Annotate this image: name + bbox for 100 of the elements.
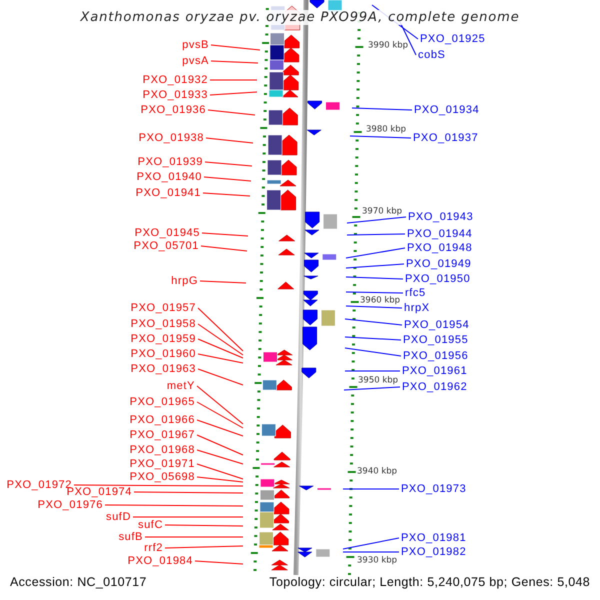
gene-label: PXO_01961 xyxy=(402,366,468,376)
gene-label: PXO_01934 xyxy=(414,104,480,116)
scale-label: 3940 kbp xyxy=(357,468,398,476)
leader-line xyxy=(210,44,260,50)
gene-label: PXO_01943 xyxy=(408,212,474,222)
leader-line xyxy=(196,464,244,480)
leader-line xyxy=(198,324,244,356)
gene-label: PXO_01962 xyxy=(402,382,468,392)
leader-line xyxy=(198,368,244,386)
leader-line xyxy=(74,484,244,486)
leader-line xyxy=(346,264,404,268)
leader-line xyxy=(196,420,244,436)
gene-label: PXO_01940 xyxy=(136,172,202,182)
gene-label: PXO_01973 xyxy=(401,484,466,494)
scale-label: 3930 kbp xyxy=(357,556,398,566)
leader-line xyxy=(346,306,402,308)
leader-line xyxy=(104,504,244,506)
leader-line xyxy=(346,276,404,280)
leader-line xyxy=(346,216,406,224)
gene-label: PXO_01959 xyxy=(130,334,196,344)
gene-label: PXO_01925 xyxy=(420,34,486,44)
leader-line xyxy=(194,560,244,564)
gene-label: PXO_01982 xyxy=(401,546,466,558)
gene-label: PXO_01954 xyxy=(404,320,470,330)
leader-line xyxy=(344,336,402,340)
gene-label: PXO_05701 xyxy=(134,240,199,252)
leader-line xyxy=(198,338,244,358)
gene-label: PXO_01955 xyxy=(403,334,468,346)
gene-label: PXO_01958 xyxy=(130,318,196,330)
gene-label: PXO_01933 xyxy=(142,90,208,100)
scale-label: 3960 kbp xyxy=(360,296,400,306)
leader-line xyxy=(350,136,412,138)
gene-label: cobS xyxy=(418,50,446,60)
leader-line xyxy=(344,348,402,356)
leader-line xyxy=(352,108,412,110)
leader-line xyxy=(198,354,244,364)
leader-line xyxy=(346,248,406,258)
leader-line xyxy=(208,110,256,116)
leader-line xyxy=(342,538,400,550)
gene-label: PXO_01967 xyxy=(130,430,195,440)
gene-label: PXO_01963 xyxy=(130,364,196,374)
gene-label: hrpX xyxy=(404,302,430,314)
leader-line xyxy=(346,292,404,294)
leader-line xyxy=(344,386,400,390)
gene-label: rfc5 xyxy=(405,288,426,298)
gene-label: PXO_01968 xyxy=(130,444,195,456)
gene-label: PXO_01981 xyxy=(401,532,466,544)
leader-line xyxy=(198,308,244,352)
gene-label: PXO_01948 xyxy=(407,242,472,254)
gene-label: PXO_01965 xyxy=(130,396,195,408)
gene-label: rrf2 xyxy=(144,542,163,554)
leader-line xyxy=(346,234,406,236)
gene-label: PXO_01957 xyxy=(130,302,196,314)
gene-label: PXO_01938 xyxy=(138,132,204,144)
gene-label: PXO_01950 xyxy=(405,274,470,284)
leader-line xyxy=(196,434,244,456)
scale-label: 3950 kbp xyxy=(358,376,398,386)
gene-label: PXO_01939 xyxy=(138,156,203,168)
leader-line xyxy=(344,318,402,326)
leader-line xyxy=(206,138,254,144)
gene-label: pvsB xyxy=(182,40,209,50)
leader-line xyxy=(196,386,244,424)
title: Xanthomonas oryzae pv. oryzae PXO99A, complete genome xyxy=(80,10,520,25)
leader-line xyxy=(164,524,244,526)
gene-label: PXO_01936 xyxy=(140,104,206,116)
gene-label: PXO_01960 xyxy=(130,348,196,360)
gene-label: PXO_01941 xyxy=(136,188,201,198)
leader-line xyxy=(210,60,258,64)
leader-line xyxy=(210,92,258,96)
gene-label: pvsA xyxy=(182,56,209,66)
gene-label: PXO_01932 xyxy=(142,74,208,86)
gene-label: sufB xyxy=(118,532,143,542)
leader-line xyxy=(132,516,244,518)
leader-line xyxy=(196,402,244,428)
leader-line xyxy=(196,450,244,464)
leader-line xyxy=(196,476,244,482)
info-text: Topology: circular; Length: 5,240,075 bp; Genes: 5,048 xyxy=(269,575,590,589)
gene-label: PXO_01949 xyxy=(406,258,472,270)
leader-line xyxy=(202,232,248,236)
leader-line xyxy=(204,162,252,166)
leader-line xyxy=(200,246,248,252)
gene-label: PXO_01956 xyxy=(403,350,468,362)
leader-line xyxy=(134,492,244,494)
leader-line xyxy=(204,176,252,182)
gene-label: metY xyxy=(166,380,195,392)
scale-label: 3990 kbp xyxy=(368,42,408,50)
gene-label: sufC xyxy=(138,520,163,530)
info-text: Accession: NC_010717 xyxy=(10,575,147,589)
leader-line xyxy=(202,192,250,196)
leader-line xyxy=(342,488,400,490)
gene-label: PXO_01971 xyxy=(130,458,195,470)
leader-line xyxy=(144,536,244,538)
gene-label: PXO_01976 xyxy=(38,500,103,510)
gene-label: PXO_05698 xyxy=(130,472,195,482)
gene-label: hrpG xyxy=(171,276,198,286)
leader-line xyxy=(164,546,244,548)
leader-line xyxy=(344,370,400,372)
gene-label: PXO_01944 xyxy=(407,228,472,240)
gene-label: PXO_01966 xyxy=(130,414,195,426)
scale-label: 3970 kbp xyxy=(362,208,402,216)
